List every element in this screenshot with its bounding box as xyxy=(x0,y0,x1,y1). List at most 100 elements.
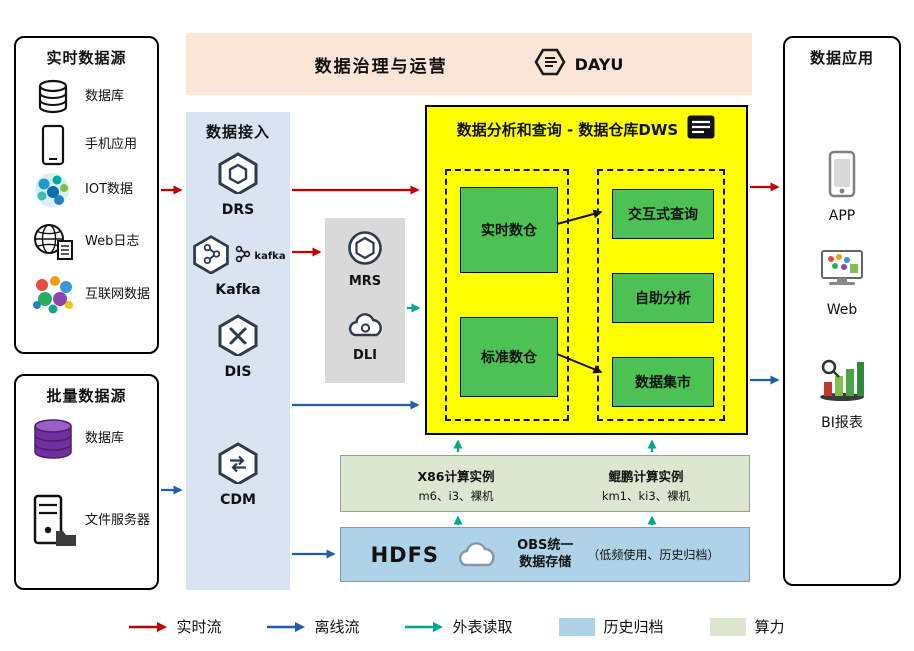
web-icon xyxy=(816,248,868,296)
service-label: DLI xyxy=(353,348,377,363)
analysis-group: 交互式查询 自助分析 数据集市 xyxy=(597,169,725,421)
module-label: 自助分析 xyxy=(635,291,691,307)
bi-report-icon xyxy=(816,356,868,406)
dws-box: 数据分析和查询 - 数据仓库DWS 实时数仓 标准数仓 交互式查询 xyxy=(425,105,748,435)
source-label: 互联网数据 xyxy=(85,286,151,302)
compute-swatch xyxy=(709,617,746,636)
source-label: 文件服务器 xyxy=(85,512,151,528)
source-label: 数据库 xyxy=(85,430,125,446)
source-label: IOT数据 xyxy=(85,181,134,197)
purple-database-icon xyxy=(28,416,78,462)
legend-label: 外表读取 xyxy=(452,618,513,636)
legend-item-external-read: 外表读取 xyxy=(405,616,513,637)
governance-banner: 数据治理与运营 DAYU xyxy=(186,33,752,95)
external-read-arrow-icon xyxy=(405,621,444,632)
database-icon xyxy=(28,78,78,116)
warehouse-group: 实时数仓 标准数仓 xyxy=(445,169,569,421)
dli-icon xyxy=(344,308,386,344)
file-server-icon xyxy=(28,494,78,548)
source-item-database: 数据库 xyxy=(28,78,124,116)
realtime-flow-arrow-icon xyxy=(129,621,168,632)
module-interactive-query: 交互式查询 xyxy=(612,189,714,239)
service-label: DRS xyxy=(221,202,255,218)
archive-swatch xyxy=(558,617,595,636)
legend-item-compute: 算力 xyxy=(709,616,785,637)
obs-line2: 数据存储 xyxy=(519,554,572,570)
x86-title: X86计算实例 xyxy=(417,469,495,484)
service-label: DIS xyxy=(224,364,252,380)
dayu-logo-text: DAYU xyxy=(574,54,624,74)
kafka-hexagon-icon xyxy=(190,234,232,278)
kafka-wordmark: kafka xyxy=(254,250,286,262)
app-icon xyxy=(827,150,857,202)
ingestion-panel: 数据接入 DRS xyxy=(186,112,290,590)
realtime-sources-title: 实时数据源 xyxy=(46,49,127,67)
dws-title-row: 数据分析和查询 - 数据仓库DWS xyxy=(427,114,746,144)
service-drs: DRS xyxy=(186,152,290,218)
cdm-icon xyxy=(215,442,261,488)
legend-label: 算力 xyxy=(754,618,785,636)
phone-icon xyxy=(28,124,78,166)
x86-compute: X86计算实例 m6、i3、裸机 xyxy=(356,466,556,504)
module-data-mart: 数据集市 xyxy=(612,357,714,407)
kunpeng-spec: km1、ki3、裸机 xyxy=(601,489,691,503)
source-item-internet: 互联网数据 xyxy=(28,274,150,316)
legend-label: 实时流 xyxy=(176,618,222,636)
realtime-sources-panel: 实时数据源 数据库 手机应用 xyxy=(14,36,159,354)
service-mrs: MRS xyxy=(325,230,405,289)
obs-cloud-icon xyxy=(453,536,503,574)
app-item-bi: BI报表 xyxy=(785,356,899,432)
module-standard-warehouse: 标准数仓 xyxy=(460,317,558,397)
dws-icon xyxy=(686,114,716,144)
source-item-mobile: 手机应用 xyxy=(28,124,137,166)
kunpeng-title: 鲲鹏计算实例 xyxy=(608,469,684,484)
offline-flow-arrow-icon xyxy=(267,621,306,632)
module-label: 交互式查询 xyxy=(628,207,698,223)
service-label: Kafka xyxy=(215,282,261,298)
weblog-icon xyxy=(28,222,78,262)
drs-icon xyxy=(215,152,261,198)
middleware-box: MRS DLI xyxy=(325,218,405,383)
applications-panel: 数据应用 APP xyxy=(783,36,901,586)
batch-sources-panel: 批量数据源 数据库 xyxy=(14,374,159,590)
source-item-file-server: 文件服务器 xyxy=(28,494,150,548)
dayu-logo: DAYU xyxy=(533,47,624,81)
service-kafka: kafka Kafka xyxy=(186,234,290,298)
batch-sources-title: 批量数据源 xyxy=(46,387,127,405)
legend-label: 离线流 xyxy=(314,618,360,636)
service-dli: DLI xyxy=(325,308,405,363)
service-label: MRS xyxy=(348,274,382,289)
obs-label: OBS统一 数据存储 xyxy=(517,538,573,572)
module-label: 数据集市 xyxy=(635,375,691,391)
dayu-icon xyxy=(533,47,567,81)
dis-icon xyxy=(215,314,261,360)
ingestion-title: 数据接入 xyxy=(205,123,270,141)
service-label: CDM xyxy=(220,492,256,508)
module-realtime-warehouse: 实时数仓 xyxy=(460,187,558,273)
source-item-iot: IOT数据 xyxy=(28,170,133,210)
kunpeng-compute: 鲲鹏计算实例 km1、ki3、裸机 xyxy=(551,466,741,504)
legend: 实时流 离线流 外表读取 历史归档 算力 xyxy=(0,616,914,637)
module-label: 实时数仓 xyxy=(481,223,537,239)
app-label: APP xyxy=(828,208,856,224)
governance-title: 数据治理与运营 xyxy=(314,56,448,77)
x86-spec: m6、i3、裸机 xyxy=(418,489,494,503)
source-label: 手机应用 xyxy=(85,136,138,152)
service-dis: DIS xyxy=(186,314,290,380)
source-label: Web日志 xyxy=(85,233,140,249)
app-label: BI报表 xyxy=(821,415,863,431)
mrs-icon xyxy=(345,230,385,270)
compute-box: X86计算实例 m6、i3、裸机 鲲鹏计算实例 km1、ki3、裸机 xyxy=(340,455,750,512)
storage-box: HDFS OBS统一 数据存储 （低频使用、历史归档） xyxy=(340,527,750,582)
app-item-app: APP xyxy=(785,150,899,224)
source-label: 数据库 xyxy=(85,88,125,104)
dws-title: 数据分析和查询 - 数据仓库DWS xyxy=(456,120,679,139)
applications-title: 数据应用 xyxy=(809,49,874,67)
module-self-analysis: 自助分析 xyxy=(612,273,714,323)
internet-data-icon xyxy=(28,274,78,316)
source-item-batch-database: 数据库 xyxy=(28,416,124,462)
app-label: Web xyxy=(826,302,858,318)
app-item-web: Web xyxy=(785,248,899,318)
legend-label: 历史归档 xyxy=(603,618,664,636)
